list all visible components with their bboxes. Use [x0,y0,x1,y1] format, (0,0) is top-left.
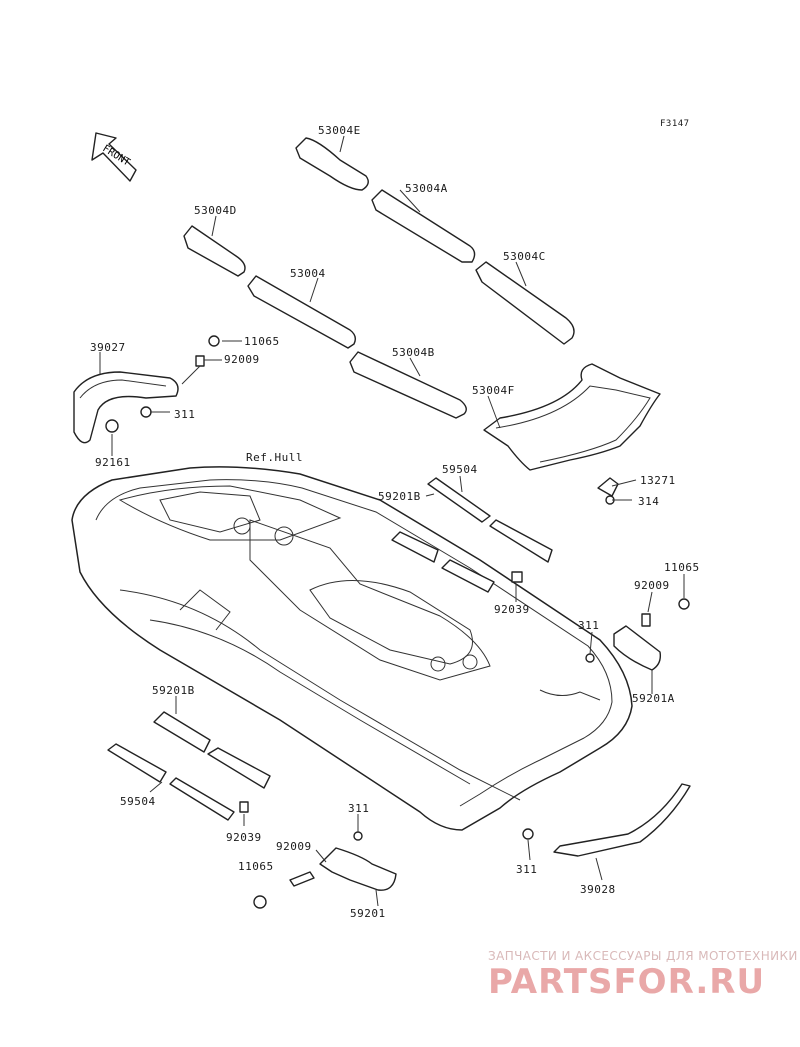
plug-92161 [105,419,119,433]
label-59201B-top: 59201B [378,490,421,503]
mat-53004E [295,137,369,191]
nut-11065-bottom [253,895,267,909]
label-92009-right: 92009 [634,579,670,592]
guard-59201B-mid [441,559,495,593]
label-311-right: 311 [578,619,600,632]
bolt-92009-bottom [289,871,315,887]
bolt-92039-bottom [239,801,249,813]
watermark-tagline: ЗАПЧАСТИ И АКСЕССУАРЫ ДЛЯ МОТОТЕХНИКИ [488,949,798,963]
mat-53004A [371,189,476,263]
bolt-92039-top [511,571,523,583]
guard-59201B-lower [207,747,271,789]
guard-59504-top [427,477,491,523]
nut-311-right [585,653,595,663]
bumper-39027 [73,371,179,444]
label-59201A: 59201A [632,692,675,705]
guard-59201B-top [391,531,439,563]
bolt-92009-top [195,355,205,367]
strip-59504-lower [169,777,235,821]
nut-311-left [140,406,152,418]
bracket-13271 [597,477,619,497]
label-53004: 53004 [290,267,326,280]
mat-53004D [183,225,246,277]
label-53004A: 53004A [405,182,448,195]
nut-311-br [522,828,534,840]
label-59201B-bottom: 59201B [152,684,195,697]
label-311-left: 311 [174,408,196,421]
ref-hull-label: Ref.Hull [246,451,303,464]
mat-53004 [247,275,357,349]
label-11065-right: 11065 [664,561,700,574]
guard-59201B-bottom [153,711,211,753]
label-311-br: 311 [516,863,538,876]
label-92009-bottom: 92009 [276,840,312,853]
label-53004B: 53004B [392,346,435,359]
label-53004D: 53004D [194,204,237,217]
hull [71,466,633,831]
label-92039-top: 92039 [494,603,530,616]
nut-311-bottom [353,831,363,841]
label-53004E: 53004E [318,124,361,137]
label-11065-bottom: 11065 [238,860,274,873]
label-59504-bottom: 59504 [120,795,156,808]
label-92039-bottom: 92039 [226,831,262,844]
nut-11065-right [678,598,690,610]
mat-53004F [483,363,661,471]
label-311-bottom: 311 [348,802,370,815]
bolt-92009-right [641,613,651,627]
bracket-59201 [319,847,397,891]
label-53004C: 53004C [503,250,546,263]
label-59504-top: 59504 [442,463,478,476]
guard-59201A [613,625,662,671]
label-92009-top: 92009 [224,353,260,366]
strip-59504-top [489,519,553,563]
label-39028: 39028 [580,883,616,896]
label-92161: 92161 [95,456,131,469]
label-53004F: 53004F [472,384,515,397]
rail-39028 [553,783,691,857]
nut-11065-top [208,335,220,347]
mat-53004B [349,351,467,419]
label-314: 314 [638,495,660,508]
label-13271: 13271 [640,474,676,487]
label-11065-top: 11065 [244,335,280,348]
figure-code: F3147 [660,119,690,129]
front-arrow-icon: FRONT [91,132,137,182]
label-59201: 59201 [350,907,386,920]
mat-53004C [475,261,575,345]
label-39027: 39027 [90,341,126,354]
watermark-logo: PARTSFOR.RU [488,962,766,1002]
strip-59504-bottom [107,743,167,783]
